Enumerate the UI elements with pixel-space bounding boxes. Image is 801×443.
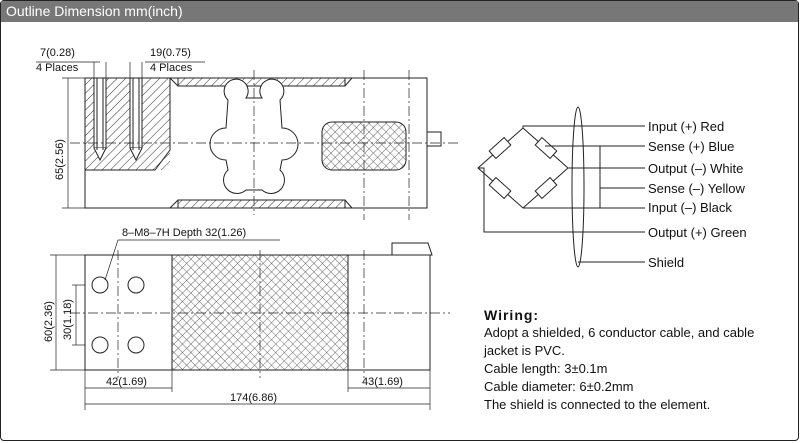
bottom-view-holes <box>91 276 145 354</box>
wire-label: Output (–) White <box>648 161 743 176</box>
wiring-line: The shield is connected to the element. <box>484 397 711 412</box>
wiring-schematic <box>477 106 645 268</box>
cable-gland <box>426 131 442 147</box>
mounting-tab <box>391 242 433 256</box>
dim-hole-top-left: 7(0.28) <box>40 47 75 59</box>
wire-label: Sense (–) Yellow <box>648 181 745 196</box>
dim-height-side: 65(2.56) <box>54 139 66 180</box>
dim-places-right: 4 Places <box>150 62 193 74</box>
header-bar: Outline Dimension mm(inch) <box>1 1 798 22</box>
dim-width-half: 30(1.18) <box>62 299 74 340</box>
bolt-hole-2 <box>129 77 143 149</box>
bending-beam-cutout <box>209 78 299 194</box>
header-title: Outline Dimension mm(inch) <box>6 3 183 19</box>
wiring-line: Adopt a shielded, 6 conductor cable, and… <box>484 325 755 340</box>
bolt-hole-1 <box>93 77 107 149</box>
wire-label: Output (+) Green <box>648 225 747 240</box>
wire-labels: Input (+) Red Sense (+) Blue Output (–) … <box>648 119 747 270</box>
wheatstone-bridge <box>477 127 569 209</box>
wiring-line: Cable length: 3±0.1m <box>484 361 608 376</box>
dim-right-offset: 43(1.69) <box>362 376 403 388</box>
dim-hole-top-right: 19(0.75) <box>150 47 191 59</box>
cable-shield <box>571 106 585 268</box>
dim-length-total: 174(6.86) <box>230 392 277 404</box>
wire-label: Input (+) Red <box>648 119 724 134</box>
dim-thread-note: 8–M8–7H Depth 32(1.26) <box>122 227 246 239</box>
side-view <box>36 61 460 220</box>
wire-label: Sense (+) Blue <box>648 139 734 154</box>
wiring-line: jacket is PVC. <box>484 343 565 358</box>
wire-label: Shield <box>648 255 684 270</box>
wire-label: Input (–) Black <box>648 200 732 215</box>
dim-width-total: 60(2.36) <box>43 301 55 342</box>
wiring-notes: Wiring: Adopt a shielded, 6 conductor ca… <box>484 306 794 414</box>
wiring-line: Cable diameter: 6±0.2mm <box>484 379 634 394</box>
bottom-view <box>50 239 450 410</box>
bottom-hatch-strip <box>177 199 346 209</box>
wiring-title: Wiring: <box>484 307 540 323</box>
dim-left-offset: 42(1.69) <box>106 376 147 388</box>
dim-places-left: 4 Places <box>36 62 79 74</box>
